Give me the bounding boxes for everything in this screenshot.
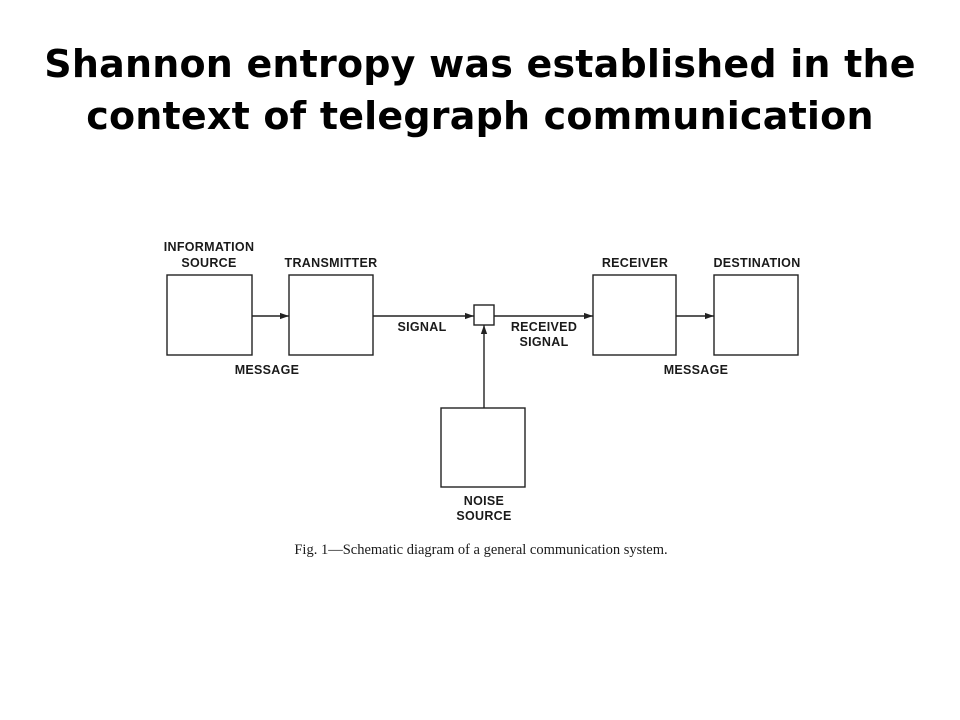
mixer-node-box	[473, 304, 495, 326]
noise-source-box	[440, 407, 526, 488]
received-signal-label-2: SIGNAL	[519, 335, 568, 349]
title-line-2: context of telegraph communication	[86, 94, 874, 138]
information-source-label-2: SOURCE	[181, 256, 236, 270]
figure-caption: Fig. 1—Schematic diagram of a general co…	[294, 542, 667, 558]
destination-box	[713, 274, 799, 356]
message-label-left: MESSAGE	[235, 363, 300, 377]
receiver-box	[592, 274, 677, 356]
slide-title: Shannon entropy was established in the c…	[40, 38, 920, 142]
information-source-label-1: INFORMATION	[164, 240, 255, 254]
destination-label: DESTINATION	[713, 256, 800, 270]
noise-source-label-2: SOURCE	[456, 509, 511, 523]
received-signal-label-1: RECEIVED	[511, 320, 577, 334]
transmitter-label: TRANSMITTER	[285, 256, 378, 270]
information-source-box	[166, 274, 253, 356]
title-line-1: Shannon entropy was established in the	[44, 42, 916, 86]
signal-label: SIGNAL	[397, 320, 446, 334]
transmitter-box	[288, 274, 374, 356]
message-label-right: MESSAGE	[664, 363, 729, 377]
noise-source-label-1: NOISE	[464, 494, 504, 508]
receiver-label: RECEIVER	[602, 256, 668, 270]
